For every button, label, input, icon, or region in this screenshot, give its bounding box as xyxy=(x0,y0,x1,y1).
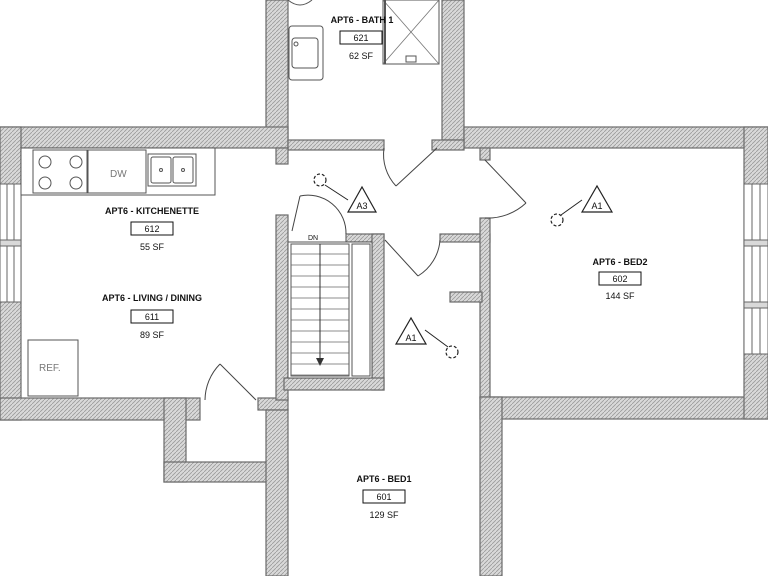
refrigerator-label: REF. xyxy=(39,363,61,374)
wall-bath-south-left xyxy=(287,139,385,151)
door-closet xyxy=(204,363,257,401)
elevation-tag-bed1: A1 xyxy=(394,316,459,359)
lavatory-sink-icon xyxy=(288,25,324,81)
room-label-bed2: APT6 - BED2 602 144 SF xyxy=(592,257,647,301)
door-stair xyxy=(291,194,347,235)
tag-triangle-icon xyxy=(580,184,614,213)
stair-down-arrow-icon xyxy=(316,358,324,366)
wall-bed1-east xyxy=(479,396,503,576)
tag-triangle-icon xyxy=(346,185,378,213)
room-area: 129 SF xyxy=(369,510,399,520)
wall-bed2-north xyxy=(463,126,768,149)
doors xyxy=(204,147,527,401)
kitchen-counter: DW xyxy=(20,147,216,196)
wall-bed2-south xyxy=(479,396,768,420)
room-name: APT6 - BED2 xyxy=(592,257,647,267)
kitchen-sink-icon xyxy=(147,153,197,187)
room-number: 612 xyxy=(144,224,159,234)
shower-icon xyxy=(382,0,440,65)
wall-bed2-west-upper xyxy=(479,147,491,161)
door-bed2 xyxy=(484,159,527,219)
room-label-bed1: APT6 - BED1 601 129 SF xyxy=(356,474,411,520)
tag-label: A3 xyxy=(356,201,367,211)
room-area: 62 SF xyxy=(349,51,374,61)
tag-label: A1 xyxy=(405,333,416,343)
window-bed2-east xyxy=(743,183,768,355)
wall-living-north xyxy=(0,126,289,149)
wall-living-south xyxy=(0,397,201,421)
wall-bed2-west xyxy=(479,217,491,399)
wall-living-east-lower xyxy=(275,214,289,401)
room-name: APT6 - LIVING / DINING xyxy=(102,293,202,303)
room-number: 621 xyxy=(353,33,368,43)
tag-circle-icon xyxy=(445,345,459,359)
tag-label: A1 xyxy=(591,201,602,211)
room-name: APT6 - KITCHENETTE xyxy=(105,206,199,216)
wall-bath-south-right xyxy=(431,139,465,151)
wall-bath-west xyxy=(265,0,289,139)
door-bed1 xyxy=(384,239,441,277)
room-number: 602 xyxy=(612,274,627,284)
wall-bath-east xyxy=(441,0,465,141)
wall-stair-east xyxy=(371,233,385,391)
refrigerator-icon: REF. xyxy=(27,339,79,397)
room-area: 55 SF xyxy=(140,242,165,252)
wall-living-east-upper xyxy=(275,147,289,165)
room-area: 89 SF xyxy=(140,330,165,340)
room-area: 144 SF xyxy=(605,291,635,301)
dishwasher-label: DW xyxy=(110,169,127,180)
room-number: 611 xyxy=(145,312,159,322)
wall-stair-south xyxy=(283,377,385,391)
elevation-tag-bed2: A1 xyxy=(550,184,614,227)
door-bath xyxy=(383,147,438,187)
room-number: 601 xyxy=(376,492,391,502)
room-label-bath1: APT6 - BATH 1 621 62 SF xyxy=(331,15,394,61)
dishwasher-icon: DW xyxy=(87,149,147,194)
room-label-living: APT6 - LIVING / DINING 611 89 SF xyxy=(102,293,202,340)
wall-bed1-west xyxy=(265,409,289,576)
bath-fixtures xyxy=(287,0,440,81)
stair-direction-label: DN xyxy=(308,235,318,242)
window-living-west xyxy=(0,183,22,303)
tag-circle-icon xyxy=(550,213,564,227)
elevation-tag-hall: A3 xyxy=(313,173,378,213)
wall-bed2-closet-stub xyxy=(449,291,483,303)
cooktop-icon xyxy=(32,149,88,194)
stair: DN xyxy=(287,235,373,379)
room-label-kitchenette: APT6 - KITCHENETTE 612 55 SF xyxy=(105,206,199,252)
tag-circle-icon xyxy=(313,173,327,187)
toilet-icon xyxy=(287,0,313,6)
tag-triangle-icon xyxy=(394,316,428,345)
room-name: APT6 - BED1 xyxy=(356,474,411,484)
windows xyxy=(0,183,768,355)
room-name: APT6 - BATH 1 xyxy=(331,15,394,25)
